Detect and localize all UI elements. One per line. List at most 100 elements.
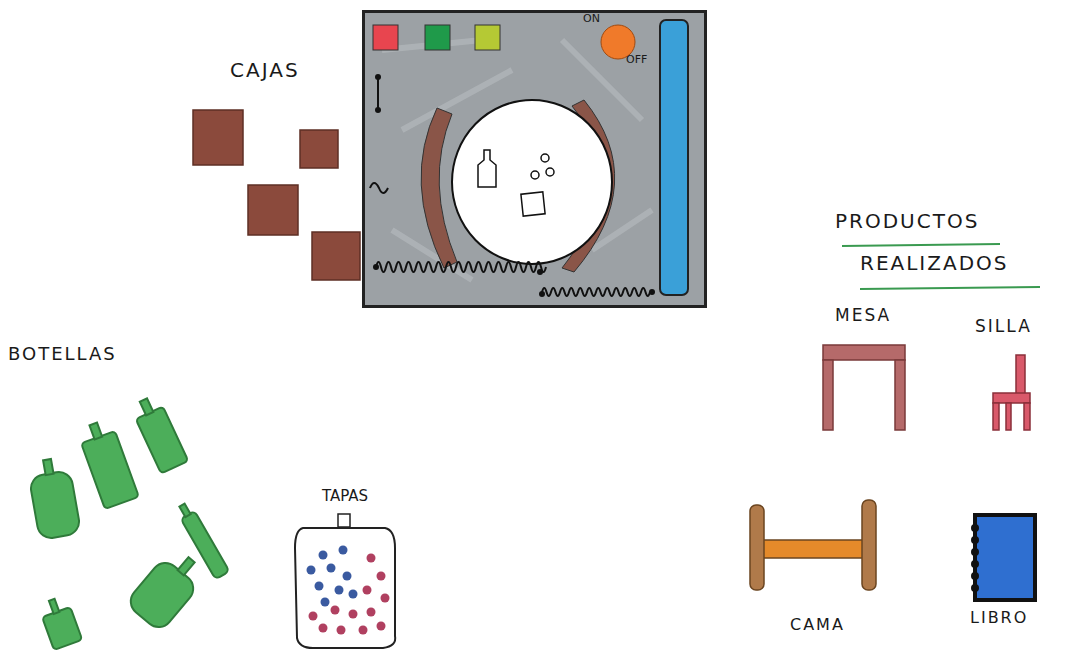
bottle-pile — [26, 456, 81, 540]
cap-jar — [283, 488, 407, 653]
machine-body — [377, 77, 379, 110]
bottle-pile — [181, 511, 230, 580]
table-drawing — [823, 345, 905, 430]
cap-jar: TAPAS — [283, 488, 407, 653]
bottle-pile — [26, 394, 229, 650]
cap-jar — [349, 610, 358, 619]
book-drawing — [972, 525, 978, 531]
book-drawing — [972, 561, 978, 567]
machine-body — [375, 107, 381, 113]
product-label: MESA — [835, 305, 891, 325]
cap-jar — [319, 624, 328, 633]
machine-body — [521, 192, 545, 216]
section-title: PRODUCTOS REALIZADOS — [835, 200, 1050, 284]
cap-jar — [363, 586, 372, 595]
machine-body — [382, 40, 652, 280]
bed-drawing — [750, 505, 764, 590]
chair-drawing — [1024, 403, 1030, 430]
title-underline — [842, 244, 1000, 246]
bottle-pile — [178, 557, 195, 575]
product-label: CAMA — [790, 615, 845, 634]
switch-label: OFF — [626, 54, 647, 66]
cap-jar — [377, 572, 386, 581]
cap-jar — [307, 566, 316, 575]
bottle-pile — [42, 607, 82, 650]
chair-drawing — [993, 393, 1030, 403]
bottle-pile — [89, 423, 102, 440]
machine-body — [370, 183, 388, 193]
bottle-pile — [49, 599, 59, 614]
book-drawing — [972, 549, 978, 555]
material-label: BOTELLAS — [8, 343, 117, 365]
cap-jar — [321, 598, 330, 607]
bed-drawing — [862, 500, 876, 590]
table-drawing — [823, 345, 905, 360]
chair-drawing — [993, 355, 1030, 430]
cap-jar — [367, 554, 376, 563]
machine-body — [373, 264, 379, 270]
cap-jar — [359, 626, 368, 635]
cap-jar — [339, 546, 348, 555]
cap-jar — [331, 606, 340, 615]
machine-body — [364, 12, 706, 307]
switch-label: ON — [583, 13, 600, 25]
machine-body — [542, 288, 650, 296]
table-drawing — [895, 360, 905, 430]
bottle-pile — [179, 504, 190, 517]
material-label: CAJAS — [230, 58, 300, 82]
box-pile — [248, 185, 298, 235]
box-pile — [193, 110, 243, 165]
bottle-pile — [125, 545, 209, 633]
cap-jar — [349, 590, 358, 599]
cap-jar — [367, 608, 376, 617]
machine-body — [546, 168, 554, 176]
cap-jar — [343, 572, 352, 581]
box-pile — [312, 232, 360, 280]
machine-body — [539, 291, 545, 297]
machine-body — [649, 289, 655, 295]
machine-body — [425, 25, 450, 50]
cap-jar — [295, 528, 395, 648]
machine-body — [660, 20, 688, 295]
box-pile — [300, 130, 338, 168]
cap-jar — [327, 564, 336, 573]
machine-body — [373, 25, 398, 50]
bottle-pile — [81, 431, 139, 509]
bottle-pile — [175, 501, 229, 579]
book-drawing — [972, 585, 978, 591]
cap-jar — [337, 626, 346, 635]
bed-drawing — [760, 540, 870, 558]
cap-jar — [319, 551, 328, 560]
cap-jar — [309, 612, 318, 621]
book-drawing — [972, 525, 978, 591]
cap-jar — [315, 582, 324, 591]
bottle-pile — [130, 394, 188, 474]
machine-body — [362, 10, 707, 308]
product-label: LIBRO — [970, 608, 1028, 627]
bottle-pile — [76, 418, 139, 509]
chair-drawing — [1006, 403, 1011, 430]
bottle-pile — [43, 459, 53, 475]
bottle-pile — [136, 406, 189, 473]
machine-body — [537, 269, 543, 275]
machine-box: ON OFF — [362, 10, 707, 308]
cap-jar — [335, 586, 344, 595]
machine-body — [376, 262, 546, 272]
bottle-pile — [140, 398, 154, 415]
chair-drawing — [993, 403, 999, 430]
machine-body — [478, 150, 496, 187]
book-drawing — [972, 573, 978, 579]
book-drawing — [972, 537, 978, 543]
machine-body — [375, 74, 381, 80]
jar-label: TAPAS — [283, 488, 407, 505]
machine-body — [541, 154, 549, 162]
chair-drawing — [1016, 355, 1025, 395]
machine-body — [452, 100, 612, 264]
cap-jar — [338, 514, 350, 527]
table-drawing — [823, 360, 833, 430]
cap-jar — [381, 594, 390, 603]
book-drawing — [975, 515, 1035, 600]
cap-jar — [377, 622, 386, 631]
book-drawing — [972, 515, 1035, 600]
